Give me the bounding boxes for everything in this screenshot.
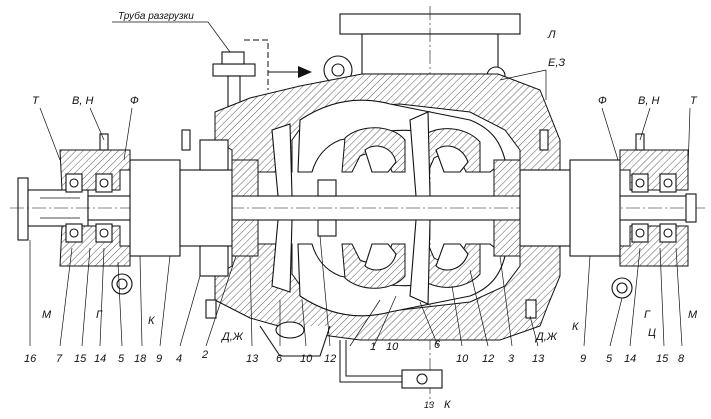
label-K-right: К xyxy=(572,321,579,333)
label-1: 1 xyxy=(370,341,376,353)
label-14-right: 14 xyxy=(624,353,636,365)
right-bearing-assembly xyxy=(493,129,697,319)
label-7: 7 xyxy=(56,353,63,365)
label-M-right: М xyxy=(688,309,698,321)
label-13-right: 13 xyxy=(532,353,545,365)
label-15-right: 15 xyxy=(656,353,669,365)
label-6-right: 6 xyxy=(434,339,441,351)
label-5-right: 5 xyxy=(606,353,613,365)
label-10-c: 10 xyxy=(456,353,469,365)
label-8: 8 xyxy=(678,353,685,365)
label-Ts: Ц xyxy=(648,327,656,339)
label-9-right: 9 xyxy=(580,353,586,365)
label-L: Л xyxy=(547,29,556,41)
relief-pipe-title: Труба разгрузки xyxy=(118,10,194,22)
label-12-right: 12 xyxy=(482,353,494,365)
label-G-right: Г xyxy=(644,309,651,321)
label-4: 4 xyxy=(176,353,182,365)
label-T-right: Т xyxy=(690,95,698,107)
label-K-left: К xyxy=(148,315,155,327)
label-10-a: 10 xyxy=(300,353,313,365)
impellers xyxy=(271,111,431,305)
label-10-b: 10 xyxy=(386,341,399,353)
label-F-right: Ф xyxy=(598,95,607,107)
casing-upper xyxy=(214,73,561,173)
label-12-left: 12 xyxy=(324,353,336,365)
label-DZh-left: Д,Ж xyxy=(220,331,244,343)
label-16: 16 xyxy=(24,353,37,365)
label-K-drain: К xyxy=(444,399,451,411)
left-bearing-assembly xyxy=(59,129,259,319)
leader-lines xyxy=(29,69,691,347)
label-2: 2 xyxy=(201,349,208,361)
label-EZ: Е,З xyxy=(548,57,565,69)
label-15: 15 xyxy=(74,353,87,365)
label-13-drain: 13 xyxy=(424,400,434,410)
label-T-left: Т xyxy=(32,95,40,107)
discharge-nozzle xyxy=(323,6,521,405)
label-5: 5 xyxy=(118,353,125,365)
label-VN-left: В, Н xyxy=(72,95,93,107)
bottom-labels: 16 7 15 14 5 18 9 4 2 13 6 10 12 1 10 6 … xyxy=(24,339,685,410)
top-labels: Т В, Н Ф Л Е,З Ф В, Н Т xyxy=(32,29,698,107)
drain-valve xyxy=(339,340,443,389)
label-DZh-right: Д,Ж xyxy=(534,331,558,343)
label-14: 14 xyxy=(94,353,106,365)
label-F-left: Ф xyxy=(130,95,139,107)
label-6-left: 6 xyxy=(276,353,283,365)
label-9: 9 xyxy=(156,353,162,365)
label-3: 3 xyxy=(508,353,515,365)
label-M-left: М xyxy=(42,309,52,321)
casing-lower xyxy=(214,243,561,357)
label-G-left: Г xyxy=(96,309,103,321)
label-18: 18 xyxy=(134,353,147,365)
side-labels: М Г К Д,Ж Д,Ж К Г Ц М К xyxy=(42,309,698,411)
label-13-left: 13 xyxy=(246,353,259,365)
label-VN-right: В, Н xyxy=(638,95,659,107)
